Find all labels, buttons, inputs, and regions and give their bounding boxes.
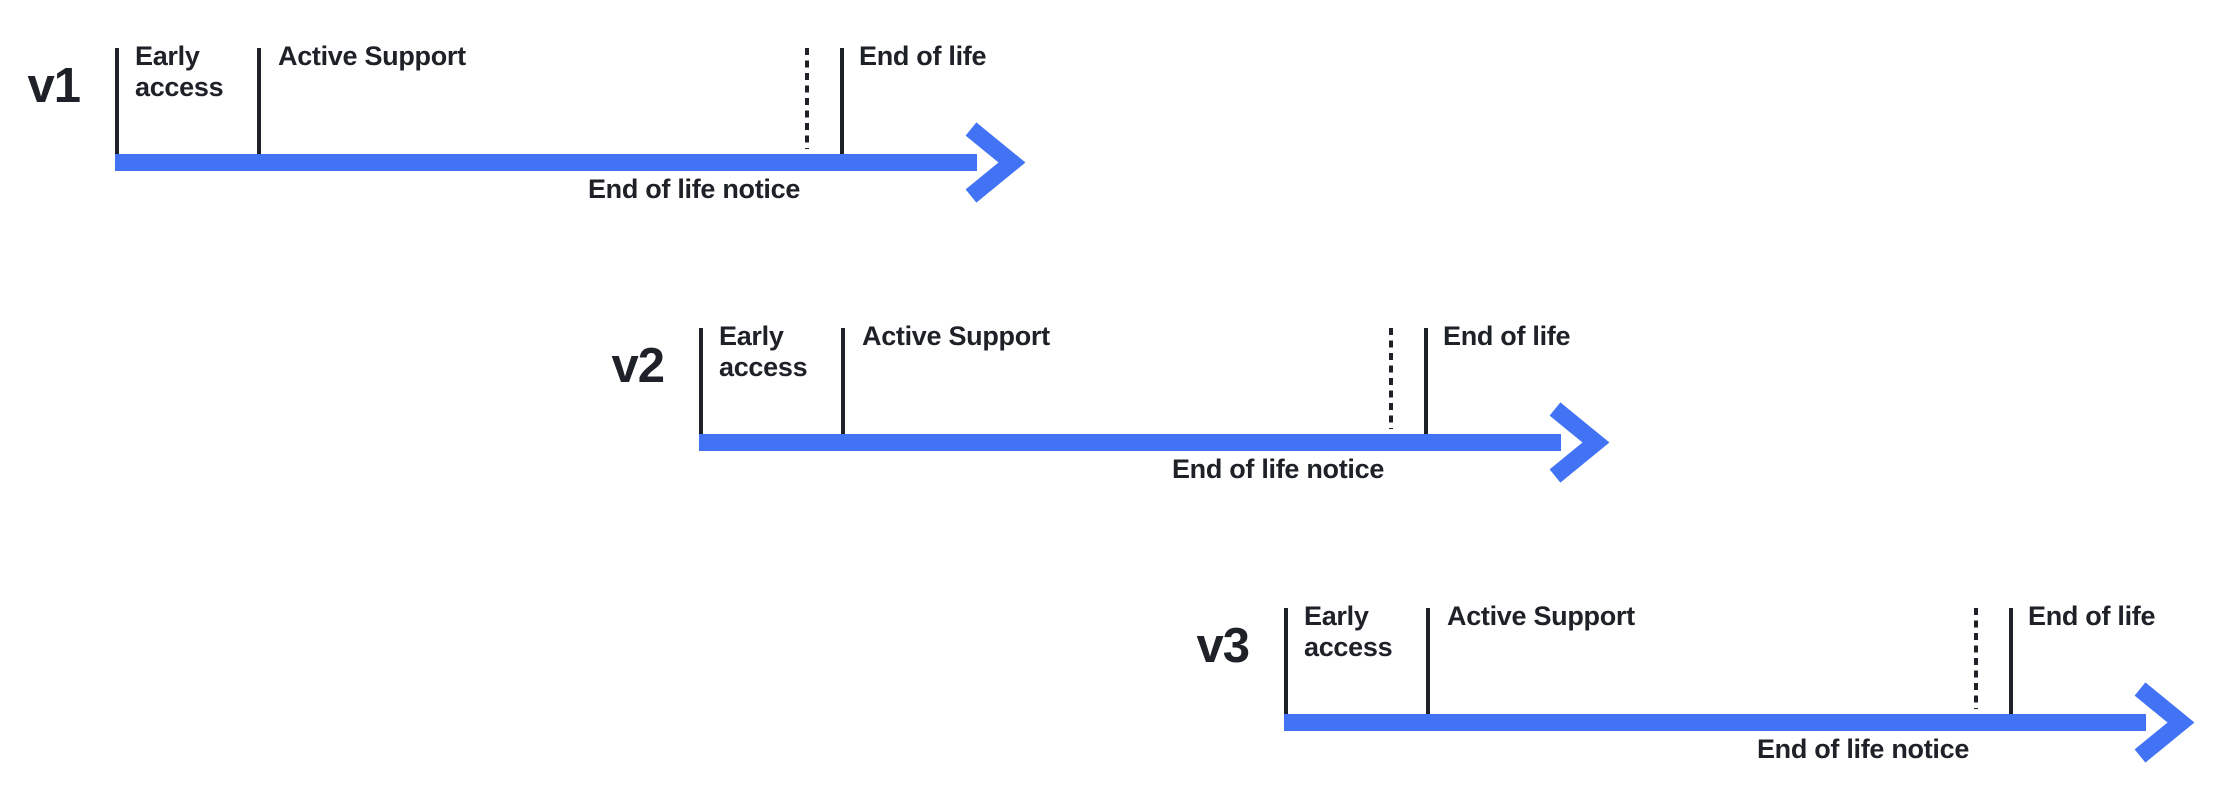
timeline-row-v3: v3 Early access Active Support End of li… xyxy=(1196,601,2214,793)
early-access-label: Early access xyxy=(135,41,224,102)
end-of-life-notice-label: End of life notice xyxy=(1171,454,1385,484)
timeline-graphic xyxy=(1284,608,2195,763)
end-of-life-label: End of life xyxy=(1443,321,1571,351)
early-access-label: Early access xyxy=(719,321,808,382)
timeline-graphic xyxy=(699,328,1610,483)
arrow-right-icon xyxy=(1549,402,1610,483)
end-of-life-label: End of life xyxy=(859,41,987,71)
active-support-label: Active Support xyxy=(1447,601,1635,631)
active-support-label: Active Support xyxy=(278,41,466,71)
version-label: v1 xyxy=(27,59,81,113)
arrow-right-icon xyxy=(965,122,1026,203)
version-label: v3 xyxy=(1196,619,1250,673)
active-support-label: Active Support xyxy=(862,321,1050,351)
version-label: v2 xyxy=(611,339,665,393)
timeline-row-v1: v1 Early access Active Support End of li… xyxy=(27,41,1045,233)
arrow-right-icon xyxy=(2134,682,2195,763)
end-of-life-label: End of life xyxy=(2028,601,2156,631)
end-of-life-notice-label: End of life notice xyxy=(587,174,801,204)
timeline-row-v2: v2 Early access Active Support End of li… xyxy=(611,321,1629,513)
early-access-label: Early access xyxy=(1304,601,1393,662)
end-of-life-notice-label: End of life notice xyxy=(1756,734,1970,764)
timeline-graphic xyxy=(115,48,1026,203)
